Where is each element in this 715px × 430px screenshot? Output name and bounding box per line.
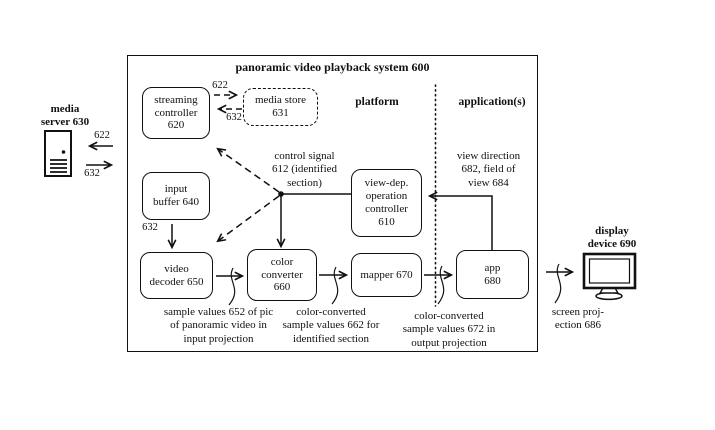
leader-672-squiggle [437, 265, 445, 305]
arrow-612-to-video-decoder [216, 195, 280, 243]
monitor-icon [582, 252, 637, 301]
color-converter-box: color converter 660 [247, 249, 317, 301]
samples-672-annotation: color-converted sample values 672 in out… [402, 310, 496, 349]
server-icon [44, 130, 72, 177]
view-dep-operation-controller-box: view-dep. operation controller 610 [351, 169, 422, 237]
control-signal-annotation: control signal 612 (identified section) [271, 150, 338, 189]
server-632-label: 632 [84, 168, 100, 179]
view-direction-annotation: view direction 682, field of view 684 [456, 150, 521, 189]
display-device-label: display device 690 [587, 225, 637, 251]
leader-662-squiggle [331, 266, 339, 305]
arrow-612-to-streaming-controller [216, 147, 280, 193]
server-622-label: 622 [94, 130, 110, 141]
figure-title: panoramic video playback system 600 [235, 60, 430, 74]
video-decoder-box: video decoder 650 [140, 252, 213, 299]
screen-projection-annotation: screen proj- ection 686 [551, 306, 605, 332]
samples-662-annotation: color-converted sample values 662 for id… [282, 306, 380, 345]
system-boundary-box [127, 55, 538, 352]
leader-686-squiggle [554, 263, 562, 304]
platform-label: platform [355, 96, 399, 108]
leader-652-squiggle [228, 267, 236, 306]
store-632-label: 632 [226, 112, 242, 123]
store-622-label: 622 [212, 80, 228, 91]
media-store-box: media store 631 [243, 88, 318, 126]
buffer-632-label: 632 [142, 222, 158, 233]
applications-label: application(s) [458, 96, 526, 108]
arrow-682-684-to-610 [427, 191, 493, 250]
streaming-controller-box: streaming controller 620 [142, 87, 210, 139]
samples-652-annotation: sample values 652 of pic of panoramic vi… [163, 306, 274, 345]
app-box: app 680 [456, 250, 529, 299]
mapper-box: mapper 670 [351, 253, 422, 297]
media-server-label: media server 630 [40, 103, 90, 129]
input-buffer-box: input buffer 640 [142, 172, 210, 220]
